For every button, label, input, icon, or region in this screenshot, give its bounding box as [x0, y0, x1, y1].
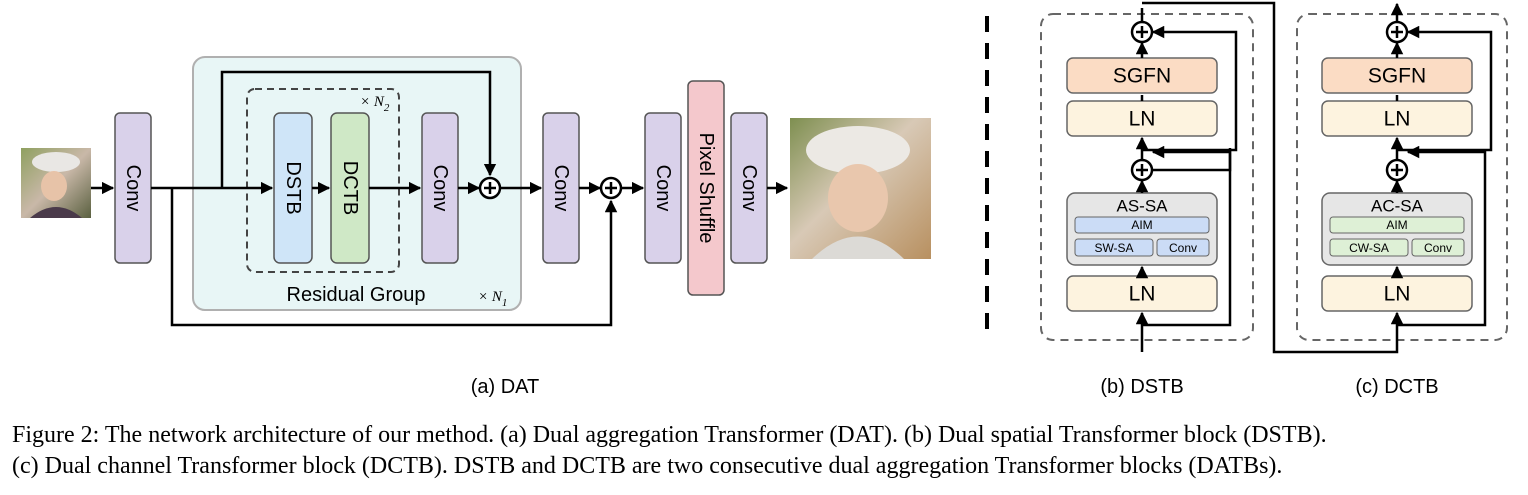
panel-a-label: (a) DAT [471, 376, 540, 398]
dctb-add-node-lower [1385, 158, 1409, 182]
dctb-dashed-box [1296, 13, 1508, 341]
dstb-conv-bar [1156, 238, 1210, 257]
pixel-shuffle-label: Pixel Shuffle [695, 133, 717, 244]
n2-multiplier: × N2 [360, 94, 390, 114]
dctb-sgfn-label: SGFN [1368, 65, 1426, 88]
pixel-shuffle-block [687, 80, 725, 296]
dctb-label: DCTB [339, 161, 361, 215]
caption-line-1: Figure 2: The network architecture of ou… [12, 422, 1327, 448]
n1-multiplier: × N1 [478, 289, 507, 309]
panel-c-label: (c) DCTB [1355, 376, 1438, 398]
dctb-aim-bar [1329, 216, 1465, 234]
dctb-add-node-upper [1385, 20, 1409, 44]
dctb-conv-label: Conv [1424, 241, 1452, 255]
conv4-label: Conv [652, 165, 674, 212]
dstb-ln-bottom-label: LN [1129, 283, 1156, 306]
dctb-sa-label: CW-SA [1349, 241, 1389, 255]
dstb-sgfn-label: SGFN [1113, 65, 1171, 88]
dstb-aim-label: AIM [1131, 218, 1152, 232]
caption-line-2: (c) Dual channel Transformer block (DCTB… [12, 453, 1283, 479]
architecture-diagram: Conv DSTB DCTB Conv Conv Conv Pixel Shuf… [21, 1, 1508, 398]
dctb-aim-label: AIM [1386, 218, 1407, 232]
dctb-attention-title: AC-SA [1371, 197, 1424, 216]
conv5-label: Conv [738, 165, 760, 212]
output-image [790, 118, 931, 259]
input-image [21, 148, 91, 218]
dstb-add-node-lower [1130, 158, 1154, 182]
n2-dashed-box [246, 88, 400, 273]
dstb-add-node-upper [1130, 20, 1154, 44]
dstb-attention-title: AS-SA [1116, 197, 1168, 216]
panel-a-connections [91, 70, 789, 327]
dstb-dashed-box [1040, 13, 1254, 341]
dstb-aim-bar [1074, 216, 1210, 234]
dstb-ln-top-label: LN [1129, 108, 1156, 131]
figure-caption: Figure 2: The network architecture of ou… [12, 420, 1522, 482]
add-node-1 [478, 176, 502, 200]
dctb-sa-bar [1329, 238, 1409, 257]
add-node-2 [599, 176, 623, 200]
dstb-sa-bar [1074, 238, 1154, 257]
dstb-conv-label: Conv [1169, 241, 1197, 255]
dctb-ln-bottom-label: LN [1384, 283, 1411, 306]
dstb-sa-label: SW-SA [1094, 241, 1133, 255]
conv4-block [644, 112, 682, 264]
residual-group-label: Residual Group [287, 284, 426, 306]
panel-c-connections [1297, 2, 1493, 354]
panel-b-label: (b) DSTB [1100, 376, 1183, 398]
conv2-label: Conv [429, 165, 451, 212]
panel-a-dat: Conv DSTB DCTB Conv Conv Conv Pixel Shuf… [21, 56, 931, 398]
conv3-label: Conv [550, 165, 572, 212]
dstb-label: DSTB [282, 161, 304, 214]
dctb-conv-bar [1411, 238, 1465, 257]
panel-c-dctb: SGFN LN AC-SA AIM CW-SA Conv LN (c) [1296, 2, 1508, 398]
conv1-label: Conv [122, 165, 144, 212]
panel-b-connections [1135, 1, 1297, 354]
panel-b-dstb: SGFN LN AS-SA AIM SW-SA Conv LN [1040, 1, 1297, 398]
dctb-ln-top-label: LN [1384, 108, 1411, 131]
